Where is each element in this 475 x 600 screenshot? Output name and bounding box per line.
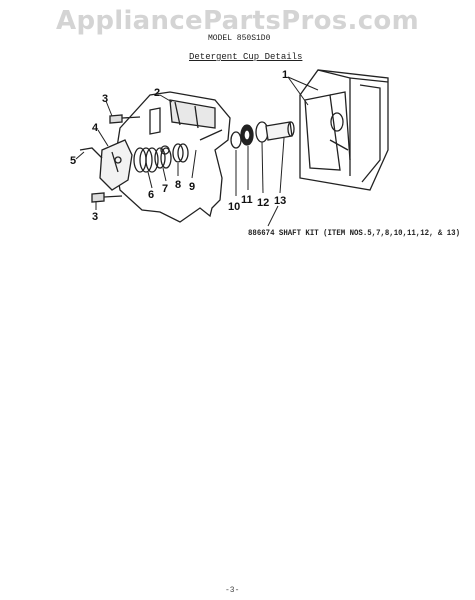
callout-4: 4 bbox=[92, 122, 99, 134]
leader-lines bbox=[75, 76, 319, 227]
spring-stack bbox=[133, 143, 189, 173]
lever-assembly bbox=[79, 139, 133, 191]
callout-7: 7 bbox=[162, 183, 168, 195]
shaft-kit-note: 886674 SHAFT KIT (ITEM NOS.5,7,8,10,11,1… bbox=[248, 229, 461, 238]
callout-8: 8 bbox=[175, 179, 181, 191]
callout-10: 10 bbox=[228, 201, 240, 213]
callout-2: 2 bbox=[154, 87, 160, 99]
callout-11: 11 bbox=[241, 194, 253, 206]
callout-1: 1 bbox=[282, 69, 288, 81]
detergent-cup-housing bbox=[299, 69, 389, 191]
callout-5: 5 bbox=[70, 155, 76, 167]
callout-9: 9 bbox=[189, 181, 195, 193]
callout-6: 6 bbox=[148, 189, 154, 201]
callout-13: 13 bbox=[274, 195, 286, 207]
page-number: -3- bbox=[225, 586, 240, 595]
callout-3-bottom: 3 bbox=[92, 211, 98, 223]
callout-12: 12 bbox=[257, 197, 269, 209]
model-number: MODEL 850S1D0 bbox=[208, 34, 271, 43]
mounting-plate bbox=[114, 91, 231, 223]
callout-3-top: 3 bbox=[102, 93, 108, 105]
shaft-assembly bbox=[230, 121, 295, 149]
screw-bottom bbox=[91, 192, 123, 203]
site-watermark: AppliancePartsPros.com bbox=[56, 6, 419, 36]
screw-top bbox=[109, 114, 141, 124]
diagram-title: Detergent Cup Details bbox=[189, 52, 303, 62]
